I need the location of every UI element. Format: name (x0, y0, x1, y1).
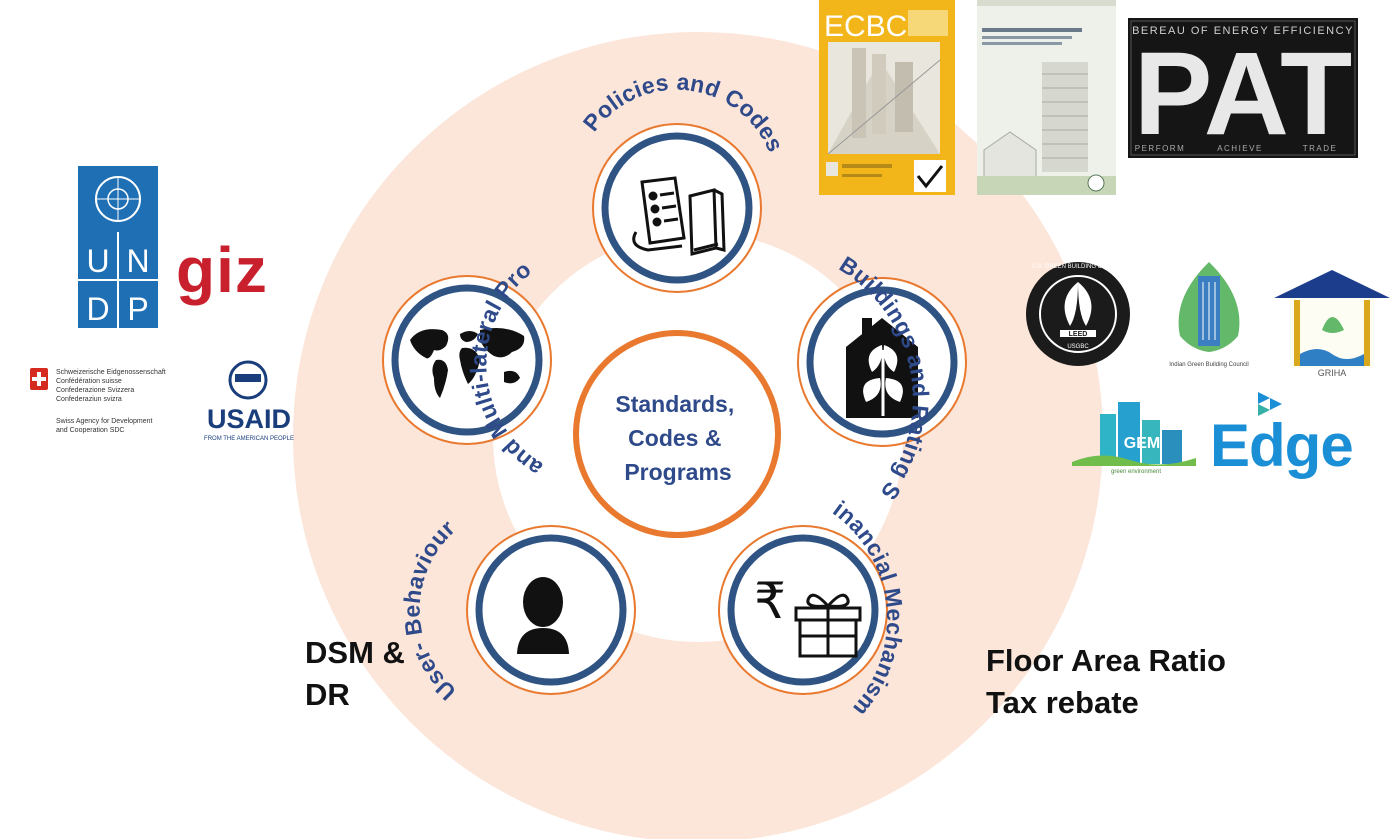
pat-logo: BEREAU OF ENERGY EFFICIENCY PAT PERFORM … (1128, 18, 1358, 160)
svg-text:N: N (126, 243, 149, 279)
svg-text:ECBC: ECBC (824, 10, 907, 43)
document-book-icon (632, 176, 726, 256)
usaid-logo: USAID FROM THE AMERICAN PEOPLE (204, 360, 294, 442)
griha-logo: GRIHA (1274, 270, 1390, 378)
center-label: Standards, Codes & Programs (615, 391, 740, 485)
svg-text:GEM: GEM (1124, 435, 1160, 452)
svg-text:Schweizerische Eidgenossenscha: Schweizerische Eidgenossenschaft Confédé… (56, 369, 168, 434)
center-node: Standards, Codes & Programs (573, 330, 781, 538)
igbc-logo: Indian Green Building Council (1169, 262, 1249, 368)
svg-text:BEREAU OF ENERGY EFFICIENCY: BEREAU OF ENERGY EFFICIENCY (1132, 25, 1354, 37)
ecbc-residential-cover (977, 0, 1116, 195)
svg-text:LEED: LEED (1069, 331, 1088, 338)
svg-text:GRIHA: GRIHA (1318, 368, 1347, 378)
svg-text:Edge: Edge (1210, 412, 1353, 479)
svg-text:TRADE: TRADE (1303, 144, 1338, 153)
far-tax-note: Floor Area Ratio Tax rebate (986, 640, 1226, 724)
dsm-line-2: DR (305, 677, 350, 712)
sdc-logo: Schweizerische Eidgenossenschaft Confédé… (30, 368, 168, 434)
svg-text:U: U (86, 243, 109, 279)
svg-text:Indian Green Building Council: Indian Green Building Council (1169, 362, 1248, 368)
node-policies-and-codes (592, 123, 762, 293)
far-line-1: Floor Area Ratio (986, 643, 1226, 678)
svg-text:FROM THE AMERICAN PEOPLE: FROM THE AMERICAN PEOPLE (204, 436, 294, 442)
gem-logo: GEM green environment (1072, 402, 1196, 475)
svg-text:PERFORM: PERFORM (1135, 144, 1186, 153)
far-line-2: Tax rebate (986, 685, 1139, 720)
svg-text:USAID: USAID (207, 404, 291, 434)
dsm-dr-note: DSM & DR (305, 632, 405, 716)
world-map-icon (410, 328, 525, 398)
person-icon (517, 577, 569, 654)
node-financial-mechanisms: ₹ (718, 525, 888, 695)
svg-text:USGBC: USGBC (1067, 344, 1089, 350)
svg-text:ACHIEVE: ACHIEVE (1217, 144, 1263, 153)
green-house-icon (846, 318, 918, 418)
svg-text:PAT: PAT (1134, 28, 1352, 160)
usgbc-logo: LEED USGBC U.S. GREEN BUILDING COUNCIL (1026, 262, 1130, 366)
undp-logo: U N D P (78, 166, 158, 328)
ecbc-cover: ECBC (819, 0, 955, 195)
node-green-buildings (797, 277, 967, 447)
svg-text:U.S. GREEN BUILDING COUNCIL: U.S. GREEN BUILDING COUNCIL (1031, 264, 1125, 270)
giz-logo: giz (176, 234, 268, 306)
svg-text:₹: ₹ (754, 572, 786, 630)
node-user-behaviour (466, 525, 636, 695)
svg-text:green environment: green environment (1111, 469, 1161, 475)
svg-text:D: D (86, 291, 109, 327)
rupee-gift-icon: ₹ (754, 572, 862, 658)
node-bilateral-programmes (382, 275, 552, 445)
svg-text:P: P (127, 291, 148, 327)
dsm-line-1: DSM & (305, 635, 405, 670)
edge-logo: Edge (1210, 392, 1354, 479)
